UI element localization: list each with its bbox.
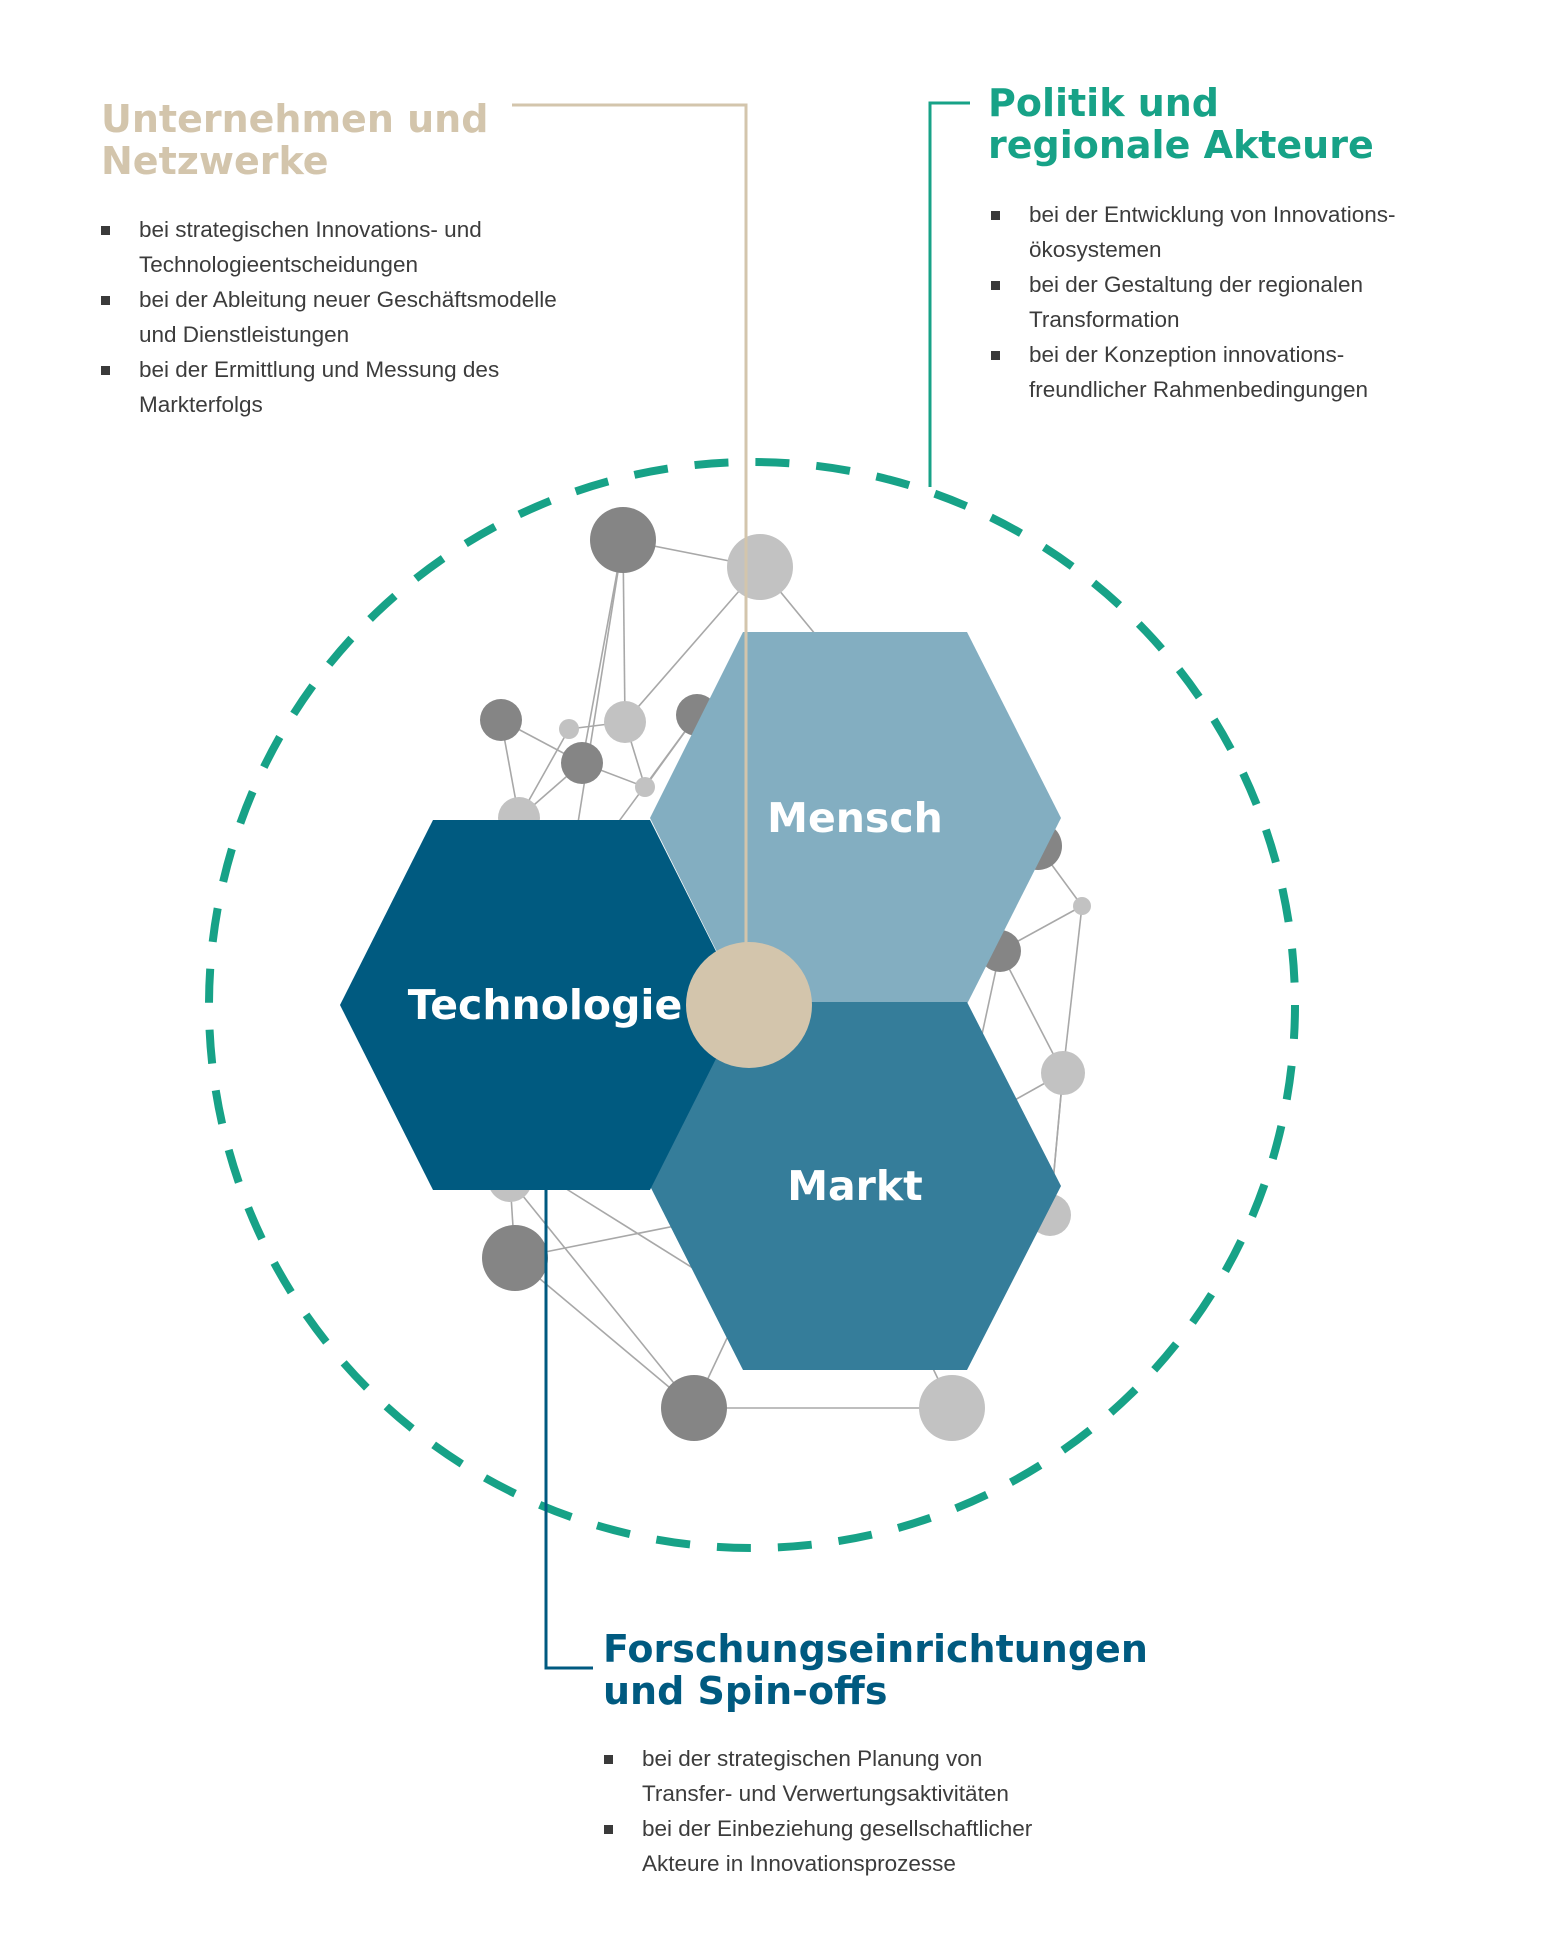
bullet-text: bei der Entwicklung von Innovations- — [1029, 202, 1396, 227]
forschung-title: Forschungseinrichtungen und Spin-offs — [603, 1628, 1148, 1712]
network-edge — [514, 1257, 695, 1409]
bullet-square-icon — [101, 296, 110, 305]
unternehmen-connector — [512, 103, 748, 945]
bullet-text: und Dienstleistungen — [139, 322, 350, 347]
forschung-title-line-1: Forschungseinrichtungen — [603, 1627, 1148, 1671]
unternehmen-title: Unternehmen und Netzwerke — [101, 98, 488, 182]
bullet-item: bei der strategischen Planung von Transf… — [604, 1741, 1032, 1811]
politik-title: Politik und regionale Akteure — [988, 82, 1374, 166]
network-node — [559, 719, 579, 739]
bullet-text: Technologieentscheidungen — [139, 252, 418, 277]
bullet-item: bei strategischen Innovations- und Techn… — [101, 212, 557, 282]
network-node — [480, 699, 522, 741]
network-node — [661, 1375, 727, 1441]
bullet-square-icon — [604, 1825, 613, 1834]
forschung-connector — [544, 1190, 593, 1670]
bullet-text: Transfer- und Verwertungsaktivitäten — [642, 1781, 1009, 1806]
forschung-title-line-2: und Spin-offs — [603, 1669, 888, 1713]
bullet-text: bei der Ermittlung und Messung des — [139, 357, 500, 382]
unternehmen-bullet-list: bei strategischen Innovations- und Techn… — [101, 212, 557, 422]
hexagon-markt — [650, 1002, 1061, 1370]
bullet-text: freundlicher Rahmenbedingungen — [1029, 377, 1368, 402]
bullet-text: bei der Ableitung neuer Geschäftsmodelle — [139, 287, 557, 312]
bullet-square-icon — [101, 366, 110, 375]
hexagon-label-technologie: Technologie — [408, 981, 683, 1029]
network-edge — [999, 950, 1064, 1074]
network-node — [590, 507, 656, 573]
hexagon-label-mensch: Mensch — [767, 794, 943, 842]
bullet-square-icon — [991, 351, 1000, 360]
bullet-text: Markterfolgs — [139, 392, 263, 417]
politik-bullet-list: bei der Entwicklung von Innovations- öko… — [991, 197, 1395, 407]
politik-title-line-1: Politik und — [988, 81, 1220, 125]
hexagon-mensch — [650, 632, 1061, 1004]
bullet-text: bei der strategischen Planung von — [642, 1746, 983, 1771]
network-node — [482, 1225, 548, 1291]
network-edge — [1062, 905, 1083, 1074]
unternehmen-title-line-1: Unternehmen und — [101, 97, 489, 141]
bullet-text: bei der Konzeption innovations- — [1029, 342, 1345, 367]
bullet-square-icon — [991, 211, 1000, 220]
bullet-item: bei der Ableitung neuer Geschäftsmodelle… — [101, 282, 557, 352]
bullet-square-icon — [101, 226, 110, 235]
bullet-text: ökosystemen — [1029, 237, 1162, 262]
network-node — [635, 777, 655, 797]
forschung-bullet-list: bei der strategischen Planung von Transf… — [604, 1741, 1032, 1881]
network-edge — [509, 1179, 695, 1409]
bullet-item: bei der Entwicklung von Innovations- öko… — [991, 197, 1395, 267]
hexagon-label-markt: Markt — [787, 1162, 923, 1210]
bullet-text: bei der Einbeziehung gesellschaftlicher — [642, 1816, 1033, 1841]
network-node — [604, 701, 646, 743]
bullet-text: Akteure in Innovationsprozesse — [642, 1851, 956, 1876]
unternehmen-title-line-2: Netzwerke — [101, 139, 329, 183]
network-edge — [624, 566, 761, 723]
outer-dashed-circle — [205, 458, 1299, 1552]
center-dot — [686, 942, 812, 1068]
bullet-text: bei strategischen Innovations- und — [139, 217, 482, 242]
network-node — [919, 1375, 985, 1441]
bullet-square-icon — [991, 281, 1000, 290]
network-node — [727, 534, 793, 600]
bullet-text: Transformation — [1029, 307, 1180, 332]
bullet-item: bei der Ermittlung und Messung des Markt… — [101, 352, 557, 422]
politik-connector — [928, 101, 970, 487]
bullet-item: bei der Konzeption innovations- freundli… — [991, 337, 1395, 407]
network-node — [1073, 897, 1091, 915]
network-node — [561, 742, 603, 784]
bullet-text: bei der Gestaltung der regionalen — [1029, 272, 1363, 297]
politik-title-line-2: regionale Akteure — [988, 123, 1374, 167]
bullet-item: bei der Gestaltung der regionalen Transf… — [991, 267, 1395, 337]
bullet-square-icon — [604, 1755, 613, 1764]
network-node — [1041, 1051, 1085, 1095]
hexagon-technologie — [340, 820, 743, 1190]
bullet-item: bei der Einbeziehung gesellschaftlicher … — [604, 1811, 1032, 1881]
